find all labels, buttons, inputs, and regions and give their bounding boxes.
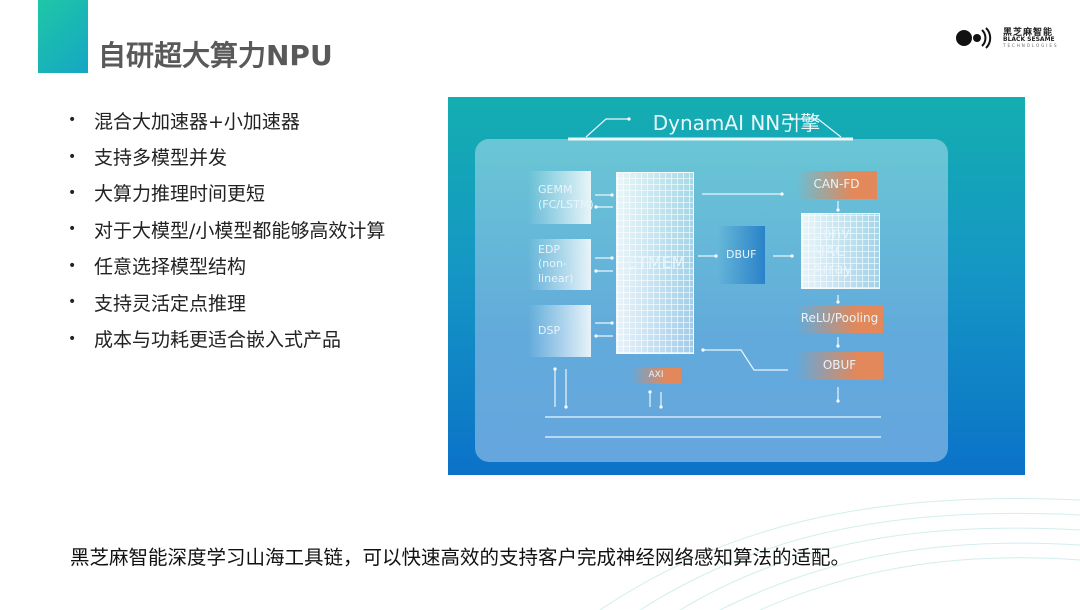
conv-label: Conv <box>812 224 851 242</box>
connector-lines <box>545 117 881 438</box>
list-item: •对于大模型/小模型都能够高效计算 <box>68 211 385 247</box>
slide-title: 自研超大算力NPU <box>98 39 333 72</box>
bullet-text: 混合大加速器+小加速器 <box>94 110 300 133</box>
bullet-list: •混合大加速器+小加速器 •支持多模型并发 •大算力推理时间更短 •对于大模型/… <box>68 102 385 357</box>
logo-text-sub: TECHNOLOGIES <box>1003 43 1059 48</box>
npu-architecture-diagram: DynamAI NN引擎 GEMM(FC/LSTM) EDP(non-linea… <box>448 97 1025 475</box>
list-item: •支持灵活定点推理 <box>68 284 385 320</box>
list-item: •成本与功耗更适合嵌入式产品 <box>68 320 385 356</box>
diagram-title: DynamAI NN引擎 <box>652 111 821 135</box>
gemm-sublabel: (FC/LSTM) <box>538 197 594 211</box>
list-item: •混合大加速器+小加速器 <box>68 102 385 138</box>
btmem-block: BTMEM <box>616 172 694 354</box>
bullet-text: 大算力推理时间更短 <box>94 183 266 206</box>
bullet-text: 支持灵活定点推理 <box>94 292 247 315</box>
obuf-label: OBUF <box>822 358 857 373</box>
array-label: Array <box>812 260 853 278</box>
bullet-text: 支持多模型并发 <box>94 147 228 170</box>
dsp-block: DSP <box>528 305 591 357</box>
edp-block: EDP(non-linear) <box>528 239 591 290</box>
canfd-block: CAN-FD <box>796 171 877 199</box>
edp-sublabel: (non-linear) <box>538 257 574 285</box>
bullet-text: 任意选择模型结构 <box>94 256 247 279</box>
logo-icon <box>956 27 992 49</box>
axi-label: AXI <box>648 370 664 381</box>
gemm-label: GEMM <box>538 183 573 197</box>
decorative-waves <box>600 498 1080 610</box>
relu-label: ReLU/Pooling <box>800 311 879 326</box>
footer-text: 黑芝麻智能深度学习山海工具链，可以快速高效的支持客户完成神经网络感知算法的适配。 <box>70 546 851 569</box>
dbuf-label: DBUF <box>726 247 757 261</box>
logo-text-en: BLACK SESAME <box>1003 36 1055 43</box>
bullet-text: 对于大模型/小模型都能够高效计算 <box>94 219 386 242</box>
mac-label: MAC <box>812 242 846 260</box>
list-item: •大算力推理时间更短 <box>68 175 385 211</box>
dbuf-block: DBUF <box>718 226 765 284</box>
canfd-label: CAN-FD <box>813 177 860 192</box>
company-logo: 黑芝麻智能 BLACK SESAME TECHNOLOGIES <box>955 24 1065 52</box>
obuf-block: OBUF <box>796 352 883 380</box>
edp-label: EDP <box>538 243 561 257</box>
logo-text-cn: 黑芝麻智能 <box>1003 28 1054 38</box>
axi-block: AXI <box>631 368 681 384</box>
bullet-text: 成本与功耗更适合嵌入式产品 <box>94 329 342 352</box>
relu-pooling-block: ReLU/Pooling <box>796 305 883 333</box>
accent-bar <box>38 0 88 73</box>
gemm-block: GEMM(FC/LSTM) <box>528 171 594 224</box>
dsp-label: DSP <box>538 323 561 337</box>
list-item: •支持多模型并发 <box>68 138 385 174</box>
list-item: •任意选择模型结构 <box>68 248 385 284</box>
btmem-label: BTMEM <box>627 252 686 272</box>
